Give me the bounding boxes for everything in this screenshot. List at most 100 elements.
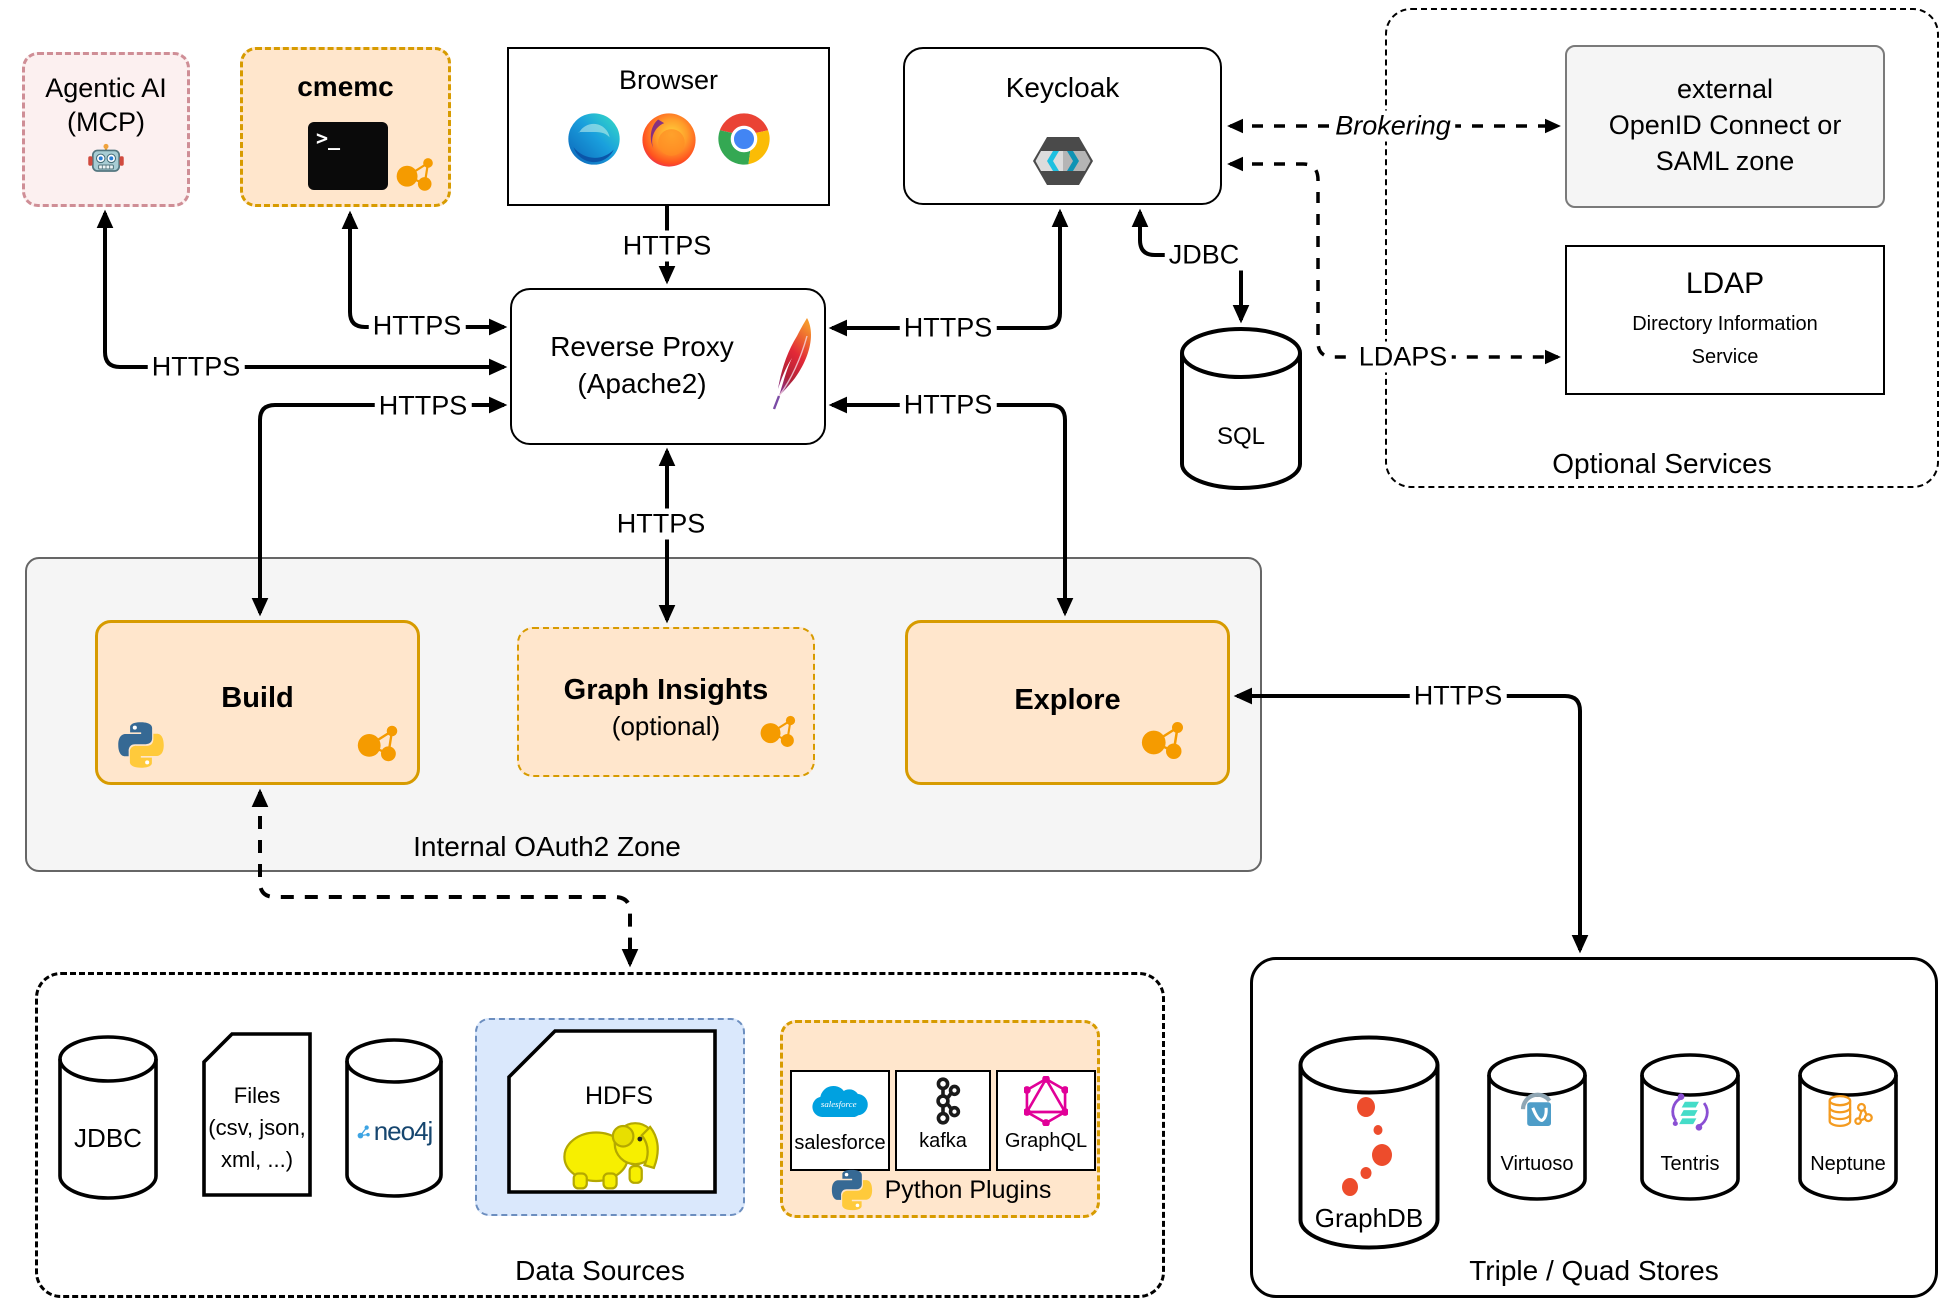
label-https-cmemc-proxy: HTTPS <box>368 310 466 342</box>
knowledge-graph-icon <box>760 715 796 747</box>
ldap-line1: Directory Information <box>1632 313 1818 335</box>
external-idp-line2: OpenID Connect or <box>1608 110 1842 140</box>
knowledge-graph-icon <box>357 725 398 762</box>
virtuoso-icon <box>1520 1092 1552 1126</box>
ldap-line2: Service <box>1691 346 1759 368</box>
graphdb-cylinder-shape <box>1298 1035 1440 1250</box>
label-https-explore-stores: HTTPS <box>1409 680 1507 712</box>
jdbc-cylinder-shape <box>58 1035 158 1200</box>
sql-cylinder-shape <box>1180 327 1302 490</box>
chrome-browser-icon <box>717 113 770 165</box>
explore-box: Explore <box>905 620 1230 785</box>
salesforce-label: salesforce <box>794 1132 886 1154</box>
firefox-browser-icon <box>641 113 696 167</box>
triple-quad-stores-label: Triple / Quad Stores <box>1469 1255 1719 1286</box>
agentic-ai-box: Agentic AI (MCP) <box>22 52 190 207</box>
files-line2: (csv, json, <box>208 1115 306 1140</box>
keycloak-icon <box>1033 137 1093 185</box>
reverse-proxy-box: Reverse Proxy (Apache2) <box>510 288 826 445</box>
virtuoso-store: Virtuoso <box>1487 1053 1587 1201</box>
kafka-plugin-box: kafka <box>895 1070 991 1171</box>
neo4j-label: neo4j <box>373 1116 434 1146</box>
files-line3: xml, ...) <box>220 1147 294 1172</box>
neptune-icon <box>1828 1094 1873 1127</box>
external-idp-box: external OpenID Connect or SAML zone <box>1565 45 1885 208</box>
terminal-glyph: >_ <box>316 126 341 150</box>
svg-text:salesforce: salesforce <box>821 1099 857 1109</box>
label-ldaps: LDAPS <box>1354 341 1452 373</box>
graph-insights-box: Graph Insights (optional) <box>517 627 815 777</box>
label-https-browser-proxy: HTTPS <box>618 230 716 262</box>
label-https-insights-proxy: HTTPS <box>612 508 710 540</box>
explore-title: Explore <box>1014 684 1121 716</box>
edge-explore-stores <box>1233 687 1589 954</box>
tentris-cylinder-shape <box>1640 1053 1740 1201</box>
sql-database: SQL <box>1180 327 1302 490</box>
label-jdbc: JDBC <box>1164 239 1244 271</box>
virtuoso-label: Virtuoso <box>1500 1153 1574 1175</box>
python-plugins-box: salesforce salesforce kafka <box>780 1020 1100 1218</box>
salesforce-plugin-box: salesforce salesforce <box>790 1070 890 1171</box>
robot-icon <box>88 143 124 172</box>
external-idp-line1: external <box>1676 74 1774 104</box>
cmemc-box: cmemc >_ <box>240 47 451 207</box>
graphdb-store: GraphDB <box>1298 1035 1440 1250</box>
hdfs-document-shape <box>507 1029 717 1194</box>
tentris-label: Tentris <box>1660 1153 1720 1175</box>
neptune-cylinder-shape <box>1798 1053 1898 1201</box>
label-https-build-proxy: HTTPS <box>374 390 472 422</box>
graphdb-label: GraphDB <box>1314 1203 1424 1233</box>
graphql-label: GraphQL <box>1004 1130 1088 1152</box>
jdbc-source: JDBC <box>58 1035 158 1200</box>
salesforce-icon: salesforce <box>812 1085 868 1117</box>
external-idp-line3: SAML zone <box>1655 146 1795 176</box>
data-sources-label: Data Sources <box>515 1255 685 1286</box>
kafka-label: kafka <box>919 1130 967 1152</box>
keycloak-box: Keycloak <box>903 47 1222 205</box>
python-plugins-label: Python Plugins <box>884 1175 1052 1204</box>
python-icon <box>831 1169 872 1211</box>
graphql-plugin-box: GraphQL <box>996 1070 1096 1171</box>
browser-title: Browser <box>618 65 719 95</box>
hadoop-elephant-icon <box>563 1122 659 1190</box>
label-brokering: Brokering <box>1331 110 1455 142</box>
jdbc-label: JDBC <box>74 1123 142 1153</box>
ldap-title: LDAP <box>1685 267 1765 300</box>
graph-insights-subtitle: (optional) <box>611 711 721 741</box>
hdfs-source: HDFS <box>475 1018 745 1216</box>
files-document-shape <box>202 1032 312 1197</box>
apache-feather-icon <box>772 318 811 410</box>
neo4j-cylinder-shape <box>345 1038 443 1198</box>
graphql-icon <box>1024 1076 1068 1126</box>
knowledge-graph-icon <box>396 158 433 191</box>
edge-agentic-proxy <box>96 209 508 376</box>
neo4j-graph-icon <box>357 1124 370 1138</box>
knowledge-graph-icon <box>1141 722 1183 759</box>
neptune-label: Neptune <box>1810 1153 1886 1175</box>
python-plugins-footer: Python Plugins <box>783 1167 1097 1213</box>
files-line1: Files <box>233 1083 281 1108</box>
browser-box: Browser <box>507 47 830 206</box>
neo4j-source: neo4j <box>345 1038 443 1198</box>
neptune-store: Neptune <box>1798 1053 1898 1201</box>
sql-label: SQL <box>1216 423 1266 450</box>
files-source: Files (csv, json, xml, ...) <box>202 1032 312 1197</box>
optional-services-label: Optional Services <box>1552 448 1772 479</box>
edge-keycloak-proxy <box>828 208 1069 337</box>
edge-browser-icon <box>567 113 620 165</box>
build-box: Build <box>95 620 420 785</box>
reverse-proxy-line2: (Apache2) <box>577 368 707 399</box>
python-icon <box>118 722 164 768</box>
agentic-ai-title-line2: (MCP) <box>67 107 145 137</box>
build-title: Build <box>221 682 294 714</box>
label-https-keycloak-proxy: HTTPS <box>899 312 997 344</box>
graph-insights-title: Graph Insights <box>563 674 769 706</box>
agentic-ai-title-line1: Agentic AI <box>45 73 167 103</box>
keycloak-title: Keycloak <box>1005 72 1120 103</box>
label-https-agentic-proxy: HTTPS <box>147 351 245 383</box>
internal-oauth2-zone-label: Internal OAuth2 Zone <box>413 831 681 862</box>
kafka-icon <box>936 1077 961 1125</box>
files-label: Files (csv, json, xml, ...) <box>202 1080 312 1176</box>
terminal-icon: >_ <box>308 122 388 190</box>
